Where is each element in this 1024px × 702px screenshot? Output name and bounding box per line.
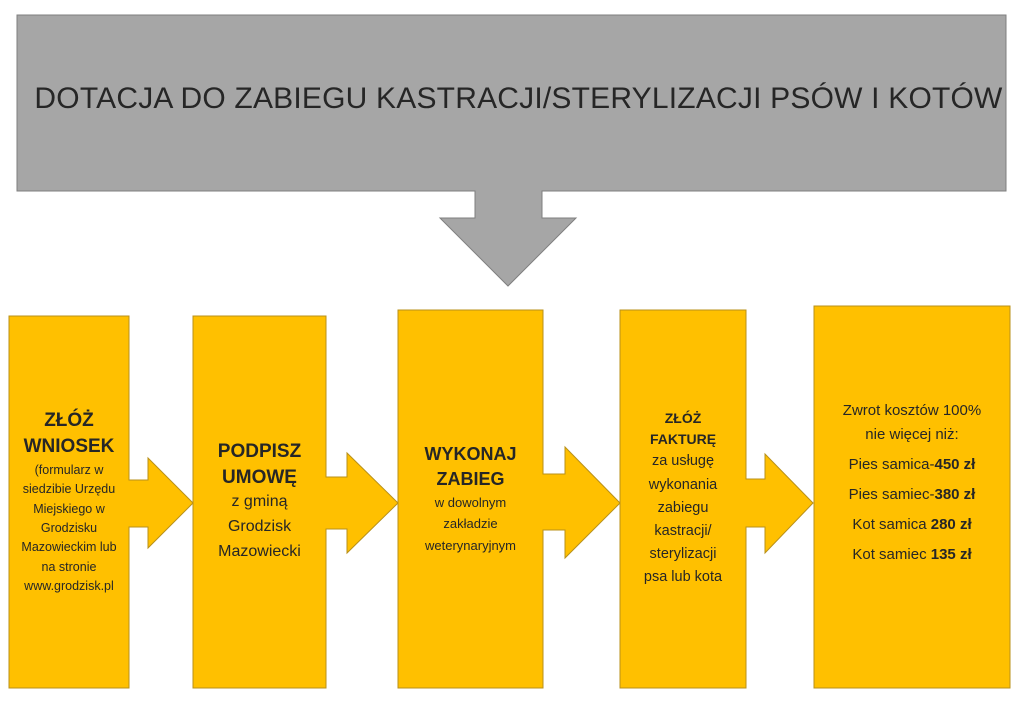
step-5-box-shape <box>813 305 1011 689</box>
rate-dog-male: Pies samiec-380 zł <box>848 486 976 503</box>
reimbursement-intro-2: nie więcej niż: <box>865 426 959 443</box>
step-3-arrow-shape <box>397 309 621 689</box>
step-1-arrow-shape <box>8 315 194 689</box>
rate-dog-female: Pies samica-450 zł <box>848 456 976 473</box>
step-4-body: za usługę wykonania zabiegu kastracji/ s… <box>643 453 723 586</box>
step-perform-procedure: WYKONAJ ZABIEG w dowolnym zakładzie wete… <box>398 310 543 688</box>
step-submit-application: ZŁÓŻ WNIOSEK (formularz w siedzibie Urzę… <box>9 316 129 688</box>
reimbursement-intro-1: Zwrot kosztów 100% <box>842 402 982 419</box>
step-4-heading: ZŁÓŻ FAKTURĘ <box>649 410 717 448</box>
step-2-arrow-shape <box>192 315 399 689</box>
step-sign-agreement: PODPISZ UMOWĘ z gminą Grodzisk Mazowieck… <box>193 316 326 688</box>
step-submit-invoice: ZŁÓŻ FAKTURĘ za usługę wykonania zabiegu… <box>620 310 746 688</box>
website-link-text: www.grodzisk.pl <box>24 579 114 594</box>
banner-down-arrow-shape <box>16 14 1007 287</box>
step-3-body: w dowolnym zakładzie weterynaryjnym <box>424 495 517 553</box>
banner-title-text: DOTACJA DO ZABIEGU KASTRACJI/STERYLIZACJ… <box>34 82 1003 115</box>
step-4-arrow-shape <box>619 309 814 689</box>
rate-cat-female: Kot samica 280 zł <box>852 516 972 533</box>
step-2-body: z gminą Grodzisk Mazowiecki <box>218 493 301 561</box>
step-1-body: (formularz w siedzibie Urzędu Miejskiego… <box>21 461 116 597</box>
banner-title: DOTACJA DO ZABIEGU KASTRACJI/STERYLIZACJ… <box>17 15 1006 191</box>
rate-cat-male: Kot samiec 135 zł <box>852 546 972 563</box>
step-3-heading: WYKONAJ ZABIEG <box>424 443 517 489</box>
step-1-heading: ZŁÓŻ WNIOSEK <box>23 409 115 458</box>
step-2-heading: PODPISZ UMOWĘ <box>217 441 302 488</box>
step-reimbursement: Zwrot kosztów 100% nie więcej niż: Pies … <box>814 306 1010 688</box>
